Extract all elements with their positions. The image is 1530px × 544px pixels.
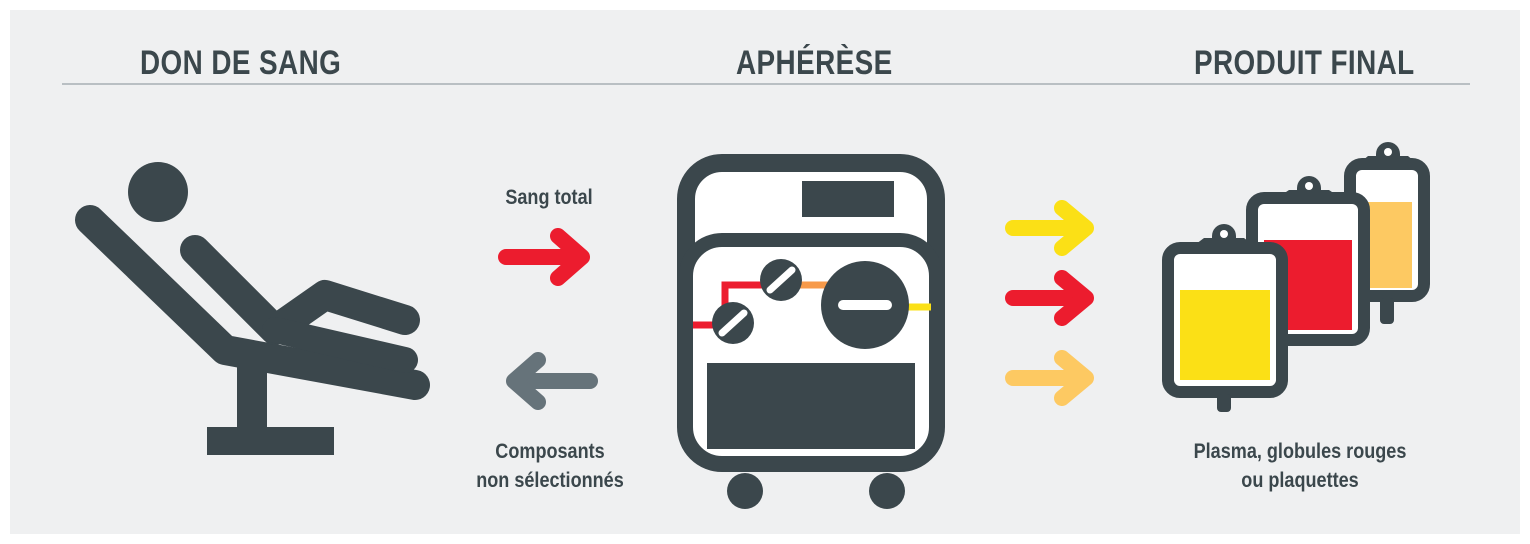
- apheresis-machine-icon: [677, 154, 945, 509]
- label-products-line2: ou plaquettes: [1241, 469, 1359, 492]
- red-arrow-output: [1005, 270, 1094, 326]
- header-divider: [62, 83, 1470, 85]
- reclined-donor-icon: [75, 162, 430, 455]
- label-unselected-line1: Composants: [495, 440, 605, 463]
- label-final-products: Plasma, globules rouges ou plaquettes: [1171, 437, 1429, 495]
- blood-bag-icon: [1162, 224, 1288, 412]
- light-orange-arrow-output: [1005, 350, 1094, 406]
- label-products-line1: Plasma, globules rouges: [1193, 440, 1407, 463]
- label-unselected-components: Composants non sélectionnés: [455, 437, 644, 495]
- heading-apherese: APHÉRÈSE: [736, 44, 893, 82]
- label-whole-blood: Sang total: [505, 186, 593, 209]
- gray-arrow-to-donor: [506, 352, 598, 410]
- red-arrow-to-machine: [498, 228, 590, 286]
- heading-don-de-sang: DON DE SANG: [140, 44, 342, 82]
- label-unselected-line2: non sélectionnés: [476, 469, 624, 492]
- yellow-arrow-output: [1005, 200, 1094, 256]
- heading-produit-final: PRODUIT FINAL: [1194, 44, 1415, 82]
